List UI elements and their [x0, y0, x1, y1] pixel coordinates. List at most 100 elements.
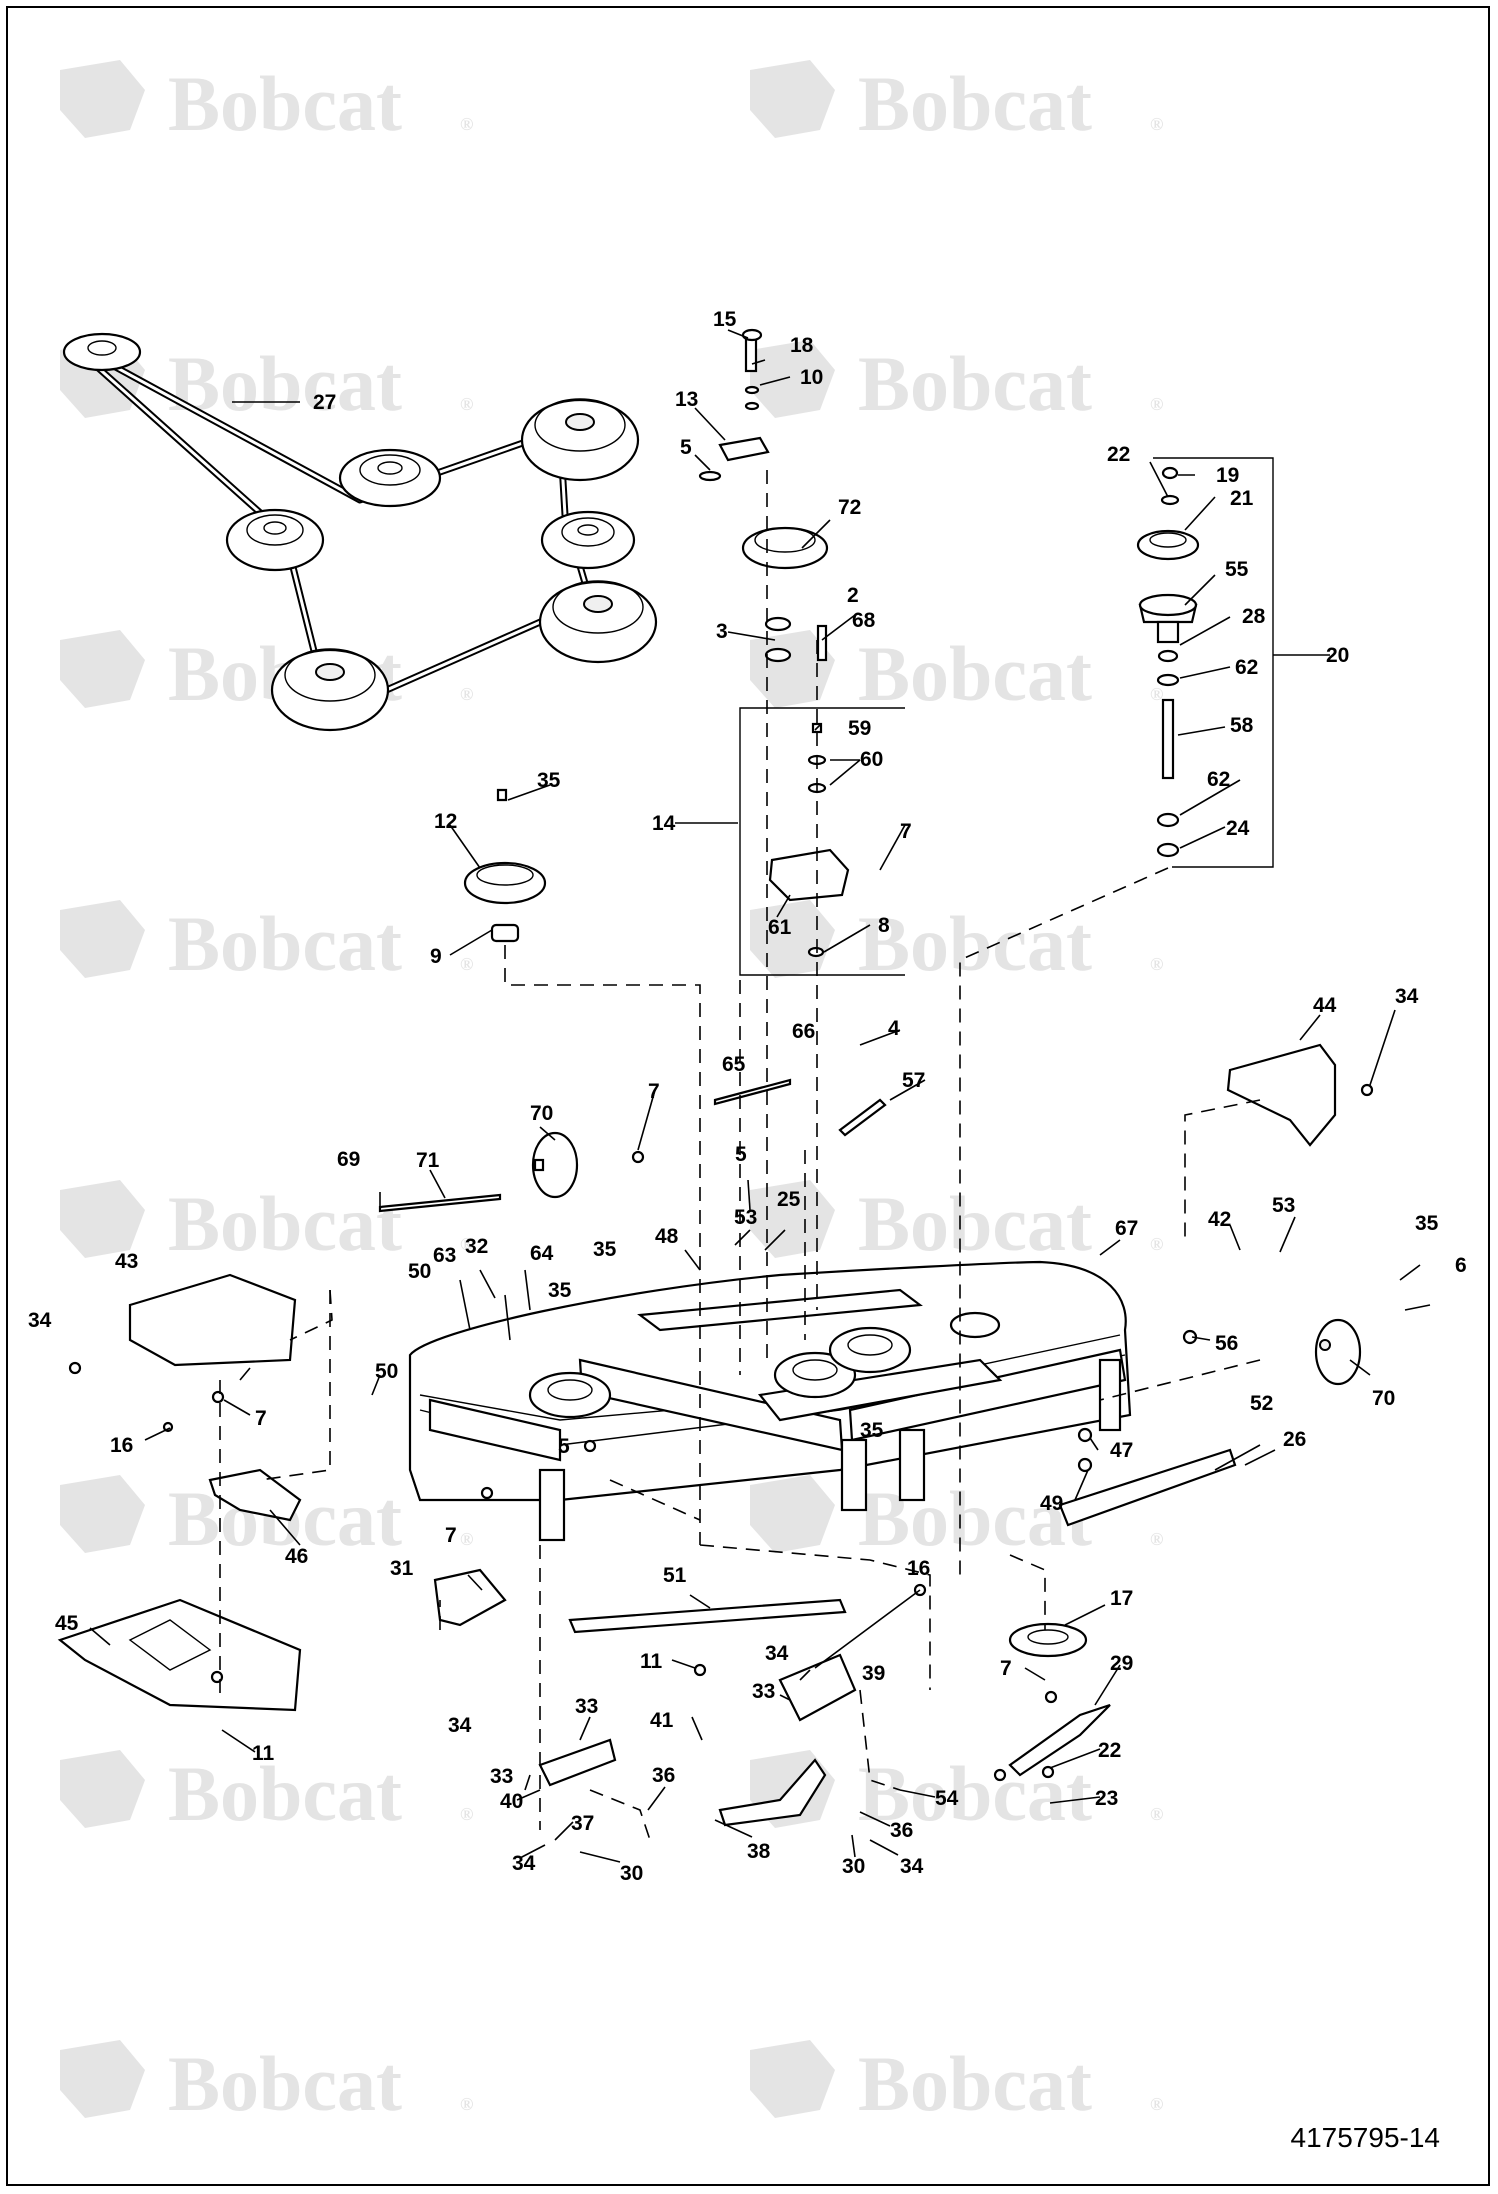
bobcat-watermark: Bobcat ® — [60, 1750, 473, 1837]
baffle-52 — [1058, 1448, 1237, 1527]
callout-67: 67 — [1115, 1217, 1138, 1240]
callout-34f: 34 — [900, 1855, 924, 1878]
callout-31: 31 — [390, 1557, 414, 1580]
callout-7: 7 — [900, 820, 912, 843]
svg-text:®: ® — [1150, 684, 1163, 704]
callout-61: 61 — [768, 916, 792, 939]
svg-text:®: ® — [460, 1804, 473, 1824]
drive-belt-assembly — [62, 332, 658, 732]
callout-34b: 34 — [28, 1309, 52, 1332]
callout-34e: 34 — [512, 1852, 536, 1875]
callout-6: 6 — [1455, 1254, 1467, 1277]
callout-49: 49 — [1040, 1492, 1063, 1515]
bobcat-watermark: Bobcat® — [60, 630, 473, 717]
callout-55: 55 — [1225, 558, 1249, 581]
callout-34d: 34 — [448, 1714, 472, 1737]
bobcat-logo-icon — [60, 900, 145, 978]
svg-text:Bobcat: Bobcat — [858, 900, 1092, 987]
callout-66: 66 — [792, 1020, 815, 1043]
callout-35d: 35 — [548, 1279, 572, 1302]
callout-43: 43 — [115, 1250, 138, 1273]
svg-text:Bobcat: Bobcat — [168, 60, 402, 147]
bobcat-logo-icon — [750, 2040, 835, 2118]
document-number: 4175795-14 — [1290, 2122, 1440, 2153]
callout-26: 26 — [1283, 1428, 1306, 1451]
callout-65: 65 — [722, 1053, 746, 1076]
group-bracket-20 — [1153, 457, 1274, 868]
callout-45: 45 — [55, 1612, 79, 1635]
callout-11: 11 — [640, 1650, 663, 1673]
callout-12: 12 — [434, 810, 457, 833]
callout-40: 40 — [500, 1790, 523, 1813]
svg-text:Bobcat: Bobcat — [168, 1750, 402, 1837]
group-bracket-14 — [739, 707, 905, 976]
idler-bracket — [718, 436, 770, 462]
idler-pulley — [338, 448, 442, 508]
callout-5b: 5 — [735, 1143, 747, 1166]
bobcat-watermark: Bobcat® — [60, 60, 473, 147]
callout-30: 30 — [620, 1862, 643, 1885]
callout-62: 62 — [1235, 656, 1258, 679]
callout-30b: 30 — [842, 1855, 865, 1878]
callout-21: 21 — [1230, 487, 1254, 510]
callout-72: 72 — [838, 496, 861, 519]
svg-text:®: ® — [1150, 1529, 1163, 1549]
callout-16: 16 — [110, 1434, 133, 1457]
idler-arm — [768, 848, 850, 902]
svg-text:Bobcat: Bobcat — [168, 1180, 402, 1267]
callout-34c: 34 — [765, 1642, 789, 1665]
bobcat-watermark: Bobcat® — [750, 60, 1163, 147]
callout-54: 54 — [935, 1787, 959, 1810]
svg-text:Bobcat: Bobcat — [858, 1180, 1092, 1267]
callout-44: 44 — [1313, 994, 1337, 1017]
callout-7d: 7 — [445, 1524, 457, 1547]
svg-text:®: ® — [1150, 2094, 1163, 2114]
bobcat-logo-icon — [60, 1750, 145, 1828]
callout-20: 20 — [1326, 644, 1349, 667]
wheel-70b — [1314, 1318, 1362, 1386]
callout-38: 38 — [747, 1840, 771, 1863]
callout-4: 4 — [888, 1017, 900, 1040]
callout-8: 8 — [878, 914, 890, 937]
callout-35c: 35 — [593, 1238, 617, 1261]
bracket-31 — [433, 1568, 507, 1627]
callout-48: 48 — [655, 1225, 679, 1248]
callout-63: 63 — [433, 1244, 456, 1267]
svg-text:Bobcat: Bobcat — [858, 340, 1092, 427]
callout-17: 17 — [1110, 1587, 1133, 1610]
belt-cover-right-44 — [1226, 1043, 1337, 1147]
idler-pulley-left — [225, 508, 325, 572]
svg-text:®: ® — [460, 2094, 473, 2114]
spindle-pulley-left — [270, 648, 390, 732]
svg-text:Bobcat: Bobcat — [168, 900, 402, 987]
callout-39: 39 — [862, 1662, 885, 1685]
spring-57 — [838, 1098, 887, 1137]
svg-text:®: ® — [1150, 954, 1163, 974]
bolt-71-69 — [378, 1078, 792, 1213]
callout-25: 25 — [777, 1188, 801, 1211]
svg-text:®: ® — [1150, 1234, 1163, 1254]
spindle-shaft — [1161, 698, 1175, 780]
bobcat-logo-icon — [750, 900, 835, 978]
callout-50: 50 — [408, 1260, 431, 1283]
callout-18: 18 — [790, 334, 814, 357]
svg-text:Bobcat: Bobcat — [168, 340, 402, 427]
callout-59: 59 — [848, 717, 871, 740]
idler-pulley-12 — [463, 788, 547, 943]
callout-53b: 53 — [1272, 1194, 1295, 1217]
callout-27: 27 — [313, 391, 336, 414]
callout-9: 9 — [430, 945, 442, 968]
callout-60: 60 — [860, 748, 883, 771]
engine-pulley — [62, 332, 142, 372]
svg-text:®: ® — [460, 954, 473, 974]
callout-47: 47 — [1110, 1439, 1133, 1462]
callout-14: 14 — [652, 812, 676, 835]
callout-70: 70 — [530, 1102, 553, 1125]
callout-7c: 7 — [255, 1407, 267, 1430]
bobcat-watermark: Bobcat® — [60, 1180, 473, 1267]
callout-23: 23 — [1095, 1787, 1118, 1810]
watermark-layer: Bobcat ® Bobcat ® Bobcat ® Bobcat ® Bobcat ® Bobca… — [60, 60, 1163, 2127]
diagram-frame — [6, 6, 1490, 2186]
bobcat-watermark: Bobcat® — [750, 630, 1163, 717]
